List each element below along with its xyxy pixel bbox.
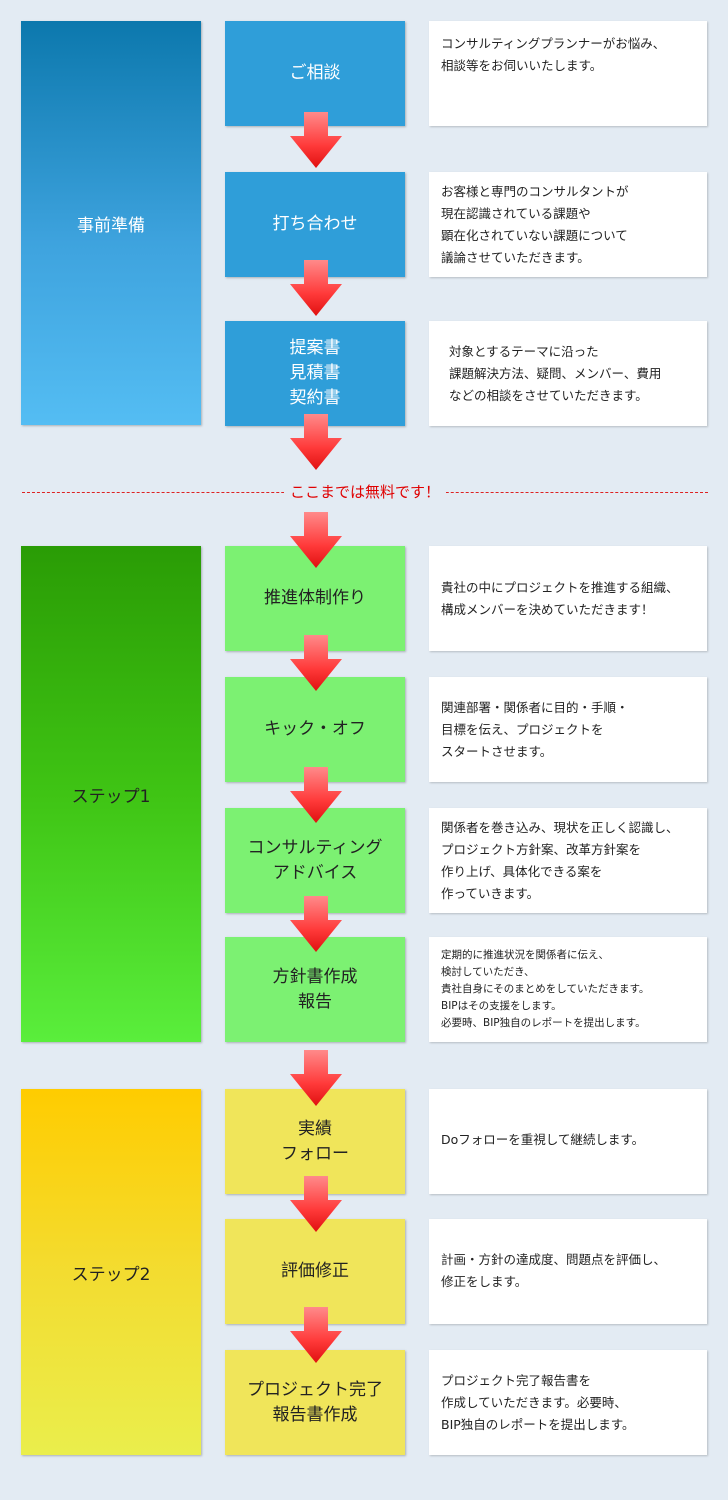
step-title: ご相談 <box>289 63 341 83</box>
step-description: お客様と専門のコンサルタントが 現在認識されている課題や 顕在化されていない課題… <box>429 172 707 277</box>
step-description: 対象とするテーマに沿った 課題解決方法、疑問、メンバー、費用 などの相談をさせて… <box>429 321 707 426</box>
down-arrow-icon <box>290 1307 342 1363</box>
description-text: お客様と専門のコンサルタントが 現在認識されている課題や 顕在化されていない課題… <box>441 183 629 265</box>
step-box: 提案書 見積書 契約書 <box>225 321 405 426</box>
down-arrow-icon <box>290 767 342 823</box>
step-description: 関係者を巻き込み、現状を正しく認識し、 プロジェクト方針案、改革方針案を 作り上… <box>429 808 707 913</box>
step-box: 実績 フォロー <box>225 1089 405 1194</box>
step-box: 方針書作成 報告 <box>225 937 405 1042</box>
down-arrow-icon <box>290 414 342 470</box>
step-title: 方針書作成 報告 <box>272 966 358 1012</box>
description-text: 計画・方針の達成度、問題点を評価し、 修正をします。 <box>441 1252 667 1289</box>
step-title: 推進体制作り <box>264 588 366 608</box>
step-description: 定期的に推進状況を関係者に伝え、 検討していただき、 貴社自身にそのまとめをして… <box>429 937 707 1042</box>
step-description: 関連部署・関係者に目的・手順・ 目標を伝え、プロジェクトを スタートさせます。 <box>429 677 707 782</box>
description-text: 関連部署・関係者に目的・手順・ 目標を伝え、プロジェクトを スタートさせます。 <box>441 699 629 759</box>
phase-step2: ステップ2 <box>21 1089 201 1455</box>
description-text: Doフォローを重視して継続します。 <box>441 1132 645 1147</box>
free-notice-label: ここまでは無料です！ <box>283 480 447 504</box>
step-box: キック・オフ <box>225 677 405 782</box>
phase-preparation: 事前準備 <box>21 21 201 425</box>
description-text: 貴社の中にプロジェクトを推進する組織、 構成メンバーを決めていただきます！ <box>441 579 679 617</box>
description-text: コンサルティングプランナーがお悩み、 相談等をお伺いいたします。 <box>441 36 666 73</box>
down-arrow-icon <box>290 1050 342 1106</box>
description-text: プロジェクト完了報告書を 作成していただきます。必要時、 BIP独自のレポートを… <box>441 1372 635 1432</box>
phase-label: 事前準備 <box>77 215 145 236</box>
down-arrow-icon <box>290 112 342 168</box>
step-box: ご相談 <box>225 21 405 126</box>
step-description: プロジェクト完了報告書を 作成していただきます。必要時、 BIP独自のレポートを… <box>429 1350 707 1455</box>
description-text: 関係者を巻き込み、現状を正しく認識し、 プロジェクト方針案、改革方針案を 作り上… <box>441 819 679 901</box>
down-arrow-icon <box>290 896 342 952</box>
down-arrow-icon <box>290 512 342 568</box>
step-title: 提案書 見積書 契約書 <box>289 338 341 408</box>
phase-label: ステップ1 <box>71 786 151 807</box>
phase-label: ステップ2 <box>71 1264 151 1285</box>
step-box: 評価修正 <box>225 1219 405 1324</box>
step-title: キック・オフ <box>264 719 366 739</box>
down-arrow-icon <box>290 635 342 691</box>
step-description: Doフォローを重視して継続します。 <box>429 1089 707 1194</box>
step-title: プロジェクト完了 報告書作成 <box>247 1379 383 1425</box>
step-title: 評価修正 <box>281 1261 349 1281</box>
down-arrow-icon <box>290 260 342 316</box>
step-box: コンサルティング アドバイス <box>225 808 405 913</box>
step-box: 打ち合わせ <box>225 172 405 277</box>
step-description: コンサルティングプランナーがお悩み、 相談等をお伺いいたします。 <box>429 21 707 126</box>
description-text: 対象とするテーマに沿った 課題解決方法、疑問、メンバー、費用 などの相談をさせて… <box>449 343 662 403</box>
step-box: プロジェクト完了 報告書作成 <box>225 1350 405 1455</box>
step-title: 実績 フォロー <box>281 1118 349 1164</box>
step-description: 貴社の中にプロジェクトを推進する組織、 構成メンバーを決めていただきます！ <box>429 546 707 651</box>
step-title: 打ち合わせ <box>272 214 358 234</box>
phase-step1: ステップ1 <box>21 546 201 1042</box>
down-arrow-icon <box>290 1176 342 1232</box>
step-description: 計画・方針の達成度、問題点を評価し、 修正をします。 <box>429 1219 707 1324</box>
step-title: コンサルティング アドバイス <box>247 837 383 883</box>
free-notice: ここまでは無料です！ <box>22 480 708 504</box>
description-text: 定期的に推進状況を関係者に伝え、 検討していただき、 貴社自身にそのまとめをして… <box>441 949 650 1029</box>
